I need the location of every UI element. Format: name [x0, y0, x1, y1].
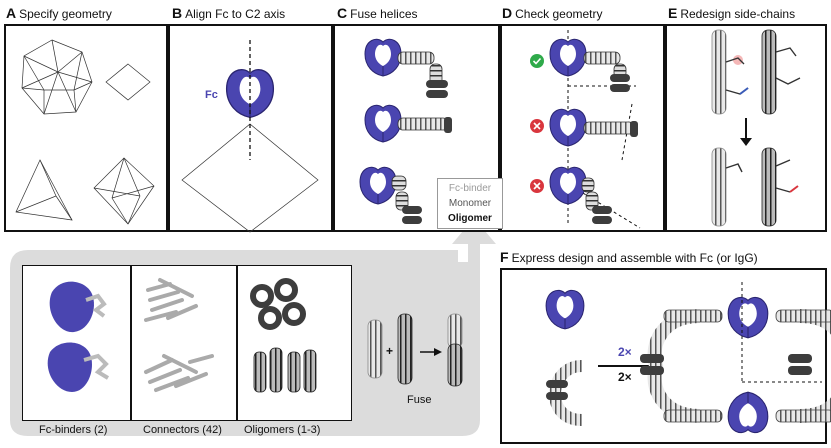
fuse-monomer-helix [367, 319, 383, 379]
legend-fc-binder: Fc-binder [448, 183, 492, 194]
cross-icon [530, 119, 544, 133]
check-design-ok [549, 30, 636, 100]
connector-helices-2 [144, 354, 214, 392]
check-design-fail-2 [549, 160, 641, 229]
library-divider [130, 265, 132, 421]
library-column-oligomers: Oligomers (1-3) [244, 424, 321, 436]
assembled-complex [640, 282, 831, 434]
square-shape-b [181, 123, 319, 233]
cross-icon [530, 179, 544, 193]
multiplier-oligomer: 2× [618, 370, 632, 384]
fc-single [545, 289, 585, 330]
connector-helices-1 [144, 278, 198, 322]
fc-binder-blob-1 [49, 281, 107, 333]
fused-helix [447, 313, 463, 387]
fused-design-1 [364, 38, 448, 98]
oligomer-bundle-2 [253, 347, 317, 393]
fuse-label: Fuse [407, 394, 432, 406]
helix-pair-top [711, 29, 801, 115]
oligomer-ring-1 [250, 278, 306, 330]
helix-pair-bottom [711, 147, 799, 227]
fuse-oligomer-helix [397, 313, 413, 385]
fc-binder-blob-2 [47, 342, 110, 392]
fuse-plus: + [386, 344, 394, 358]
octahedron-shape [93, 157, 155, 225]
fused-design-2 [364, 104, 452, 143]
legend-box: Fc-binder Monomer Oligomer [437, 178, 503, 229]
fused-design-3 [359, 166, 422, 224]
icosahedron-shape [21, 39, 93, 115]
legend-monomer: Monomer [448, 198, 492, 209]
multiplier-fc: 2× [618, 345, 632, 359]
check-design-fail-1 [549, 100, 638, 161]
tetrahedron-shape [15, 159, 73, 221]
oligomer-c-shape [546, 360, 583, 426]
library-column-connectors: Connectors (42) [143, 424, 222, 436]
library-divider [236, 265, 238, 421]
square-shape [105, 63, 151, 101]
panel-a-box [4, 24, 168, 232]
fc-label: Fc [205, 89, 218, 101]
library-column-fc-binders: Fc-binders (2) [39, 424, 108, 436]
legend-oligomer: Oligomer [448, 213, 492, 224]
check-icon [530, 54, 544, 68]
